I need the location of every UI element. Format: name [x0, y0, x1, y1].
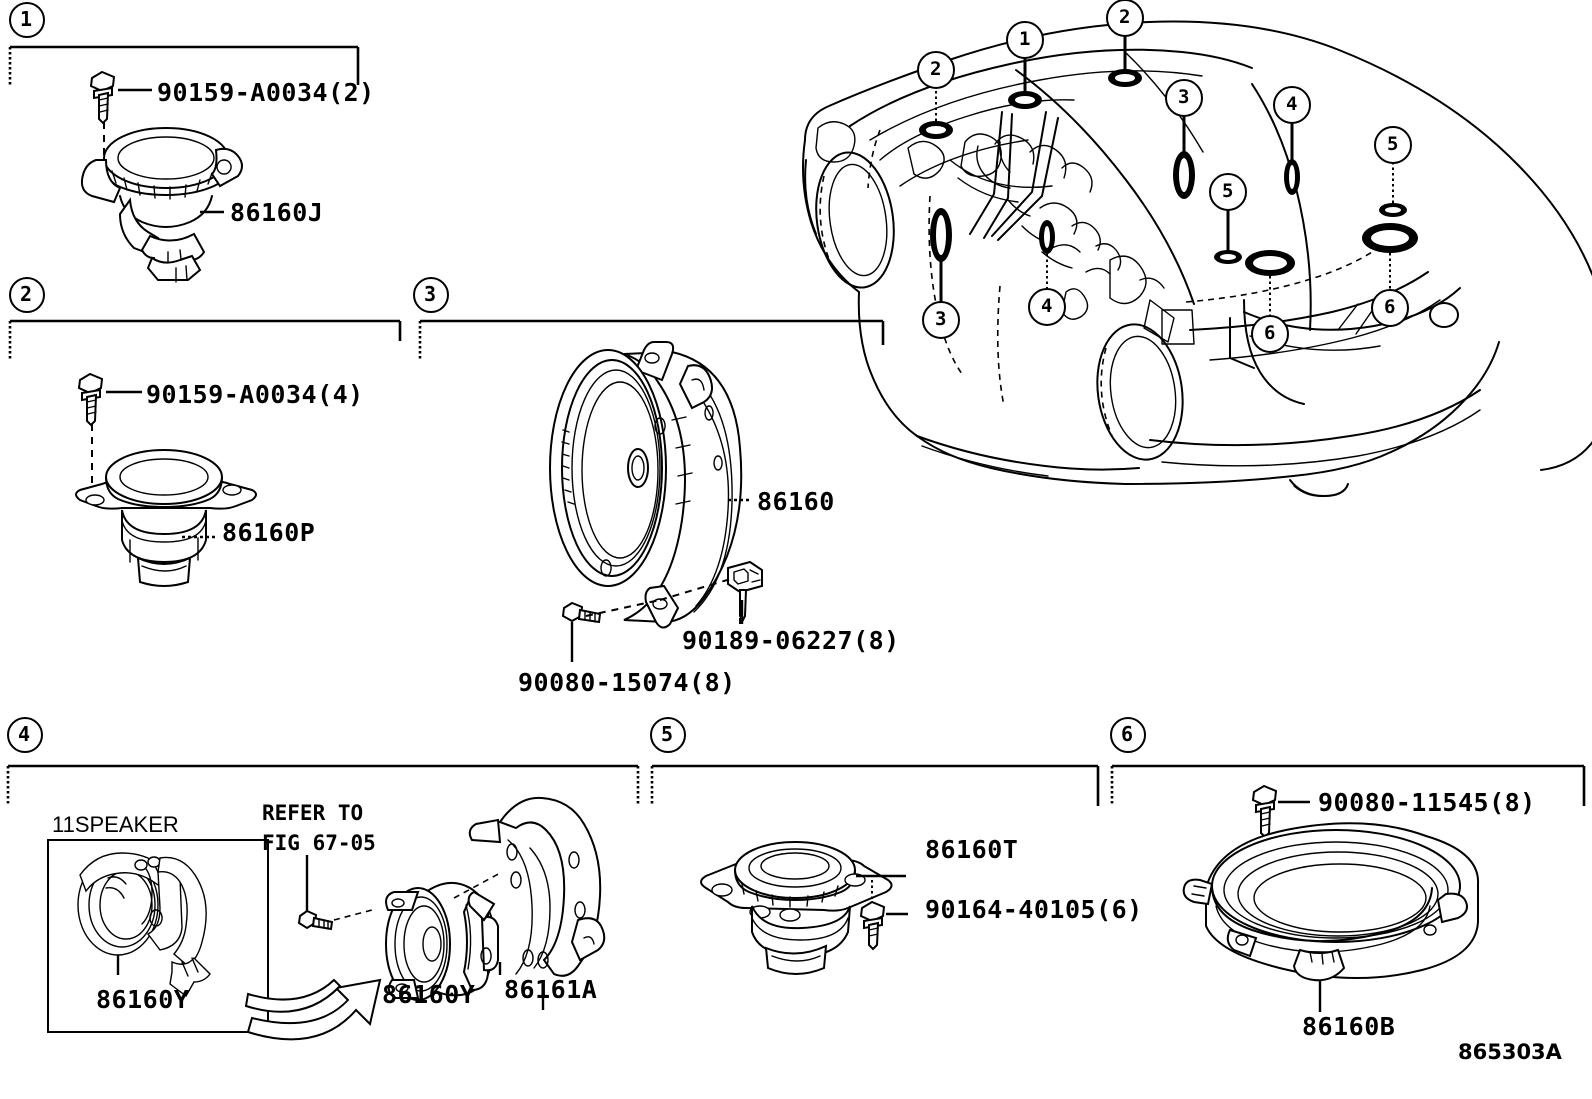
speaker-86160T	[700, 841, 906, 975]
part-label-90080-11545: 90080-11545(8)	[1318, 788, 1536, 817]
vehicle-callout-label-6a: 6	[1264, 322, 1276, 344]
vehicle-callout-4b	[1028, 220, 1066, 326]
illustration-section-3	[549, 341, 763, 662]
section-marker-6	[1110, 717, 1146, 753]
vehicle-callout-2a	[917, 51, 955, 139]
part-label-86161A: 86161A	[504, 975, 598, 1004]
bolt-icon-6	[1251, 784, 1278, 839]
section-bracket-6	[1110, 764, 1586, 806]
section-marker-label-3: 3	[424, 282, 437, 306]
part-label-90189-06227: 90189-06227(8)	[682, 626, 900, 655]
section-bracket-2	[8, 319, 402, 360]
vehicle-callout-1	[1006, 21, 1044, 109]
section-marker-1	[9, 2, 45, 38]
vehicle-callout-label-4b: 4	[1041, 295, 1053, 317]
section-markers	[7, 2, 1146, 753]
vehicle-callout-5b	[1209, 173, 1247, 264]
section-bracket-3	[418, 319, 885, 360]
section-marker-4	[7, 717, 43, 753]
part-label-86160B: 86160B	[1302, 1012, 1396, 1041]
part-label-86160: 86160	[757, 487, 835, 516]
part-label-90164-40105: 90164-40105(6)	[925, 895, 1143, 924]
section-marker-label-1: 1	[20, 7, 33, 31]
vehicle-callout-label-1: 1	[1019, 28, 1031, 50]
speaker-86160P	[75, 449, 257, 587]
bolt-icon-4	[297, 909, 334, 931]
vehicle-callout-5a	[1374, 126, 1412, 217]
illustration-section-5	[700, 841, 908, 975]
vehicle-callout-2b	[1106, 0, 1144, 87]
vehicle-callout-label-3b: 3	[935, 308, 947, 330]
section-bracket-5	[650, 764, 1100, 806]
bolt-icon-1	[89, 70, 116, 125]
refer-note: REFER TO FIG 67-05	[262, 801, 376, 855]
speaker-86160	[549, 341, 743, 629]
part-label-90159-A0034-2: 90159-A0034(2)	[157, 78, 375, 107]
illustration-section-1	[80, 70, 243, 283]
vehicle-callout-label-5a: 5	[1387, 133, 1399, 155]
clip-icon-90189	[727, 560, 763, 622]
vehicle-callout-4a	[1273, 86, 1311, 195]
vehicle-callout-label-2a: 2	[930, 58, 942, 80]
vehicle-callout-3b	[922, 208, 960, 339]
speaker-86160Y-boxed	[77, 852, 211, 998]
vehicle-callout-label-5b: 5	[1222, 180, 1234, 202]
part-label-86160J: 86160J	[230, 198, 324, 227]
illustration-section-4	[47, 796, 606, 1041]
diagram-code: 865303A	[1458, 1040, 1562, 1064]
section-marker-label-2: 2	[20, 282, 33, 306]
bracket-86161A	[467, 796, 606, 1010]
part-label-86160P: 86160P	[222, 518, 316, 547]
section-marker-3	[413, 277, 449, 313]
part-label-86160T: 86160T	[925, 835, 1019, 864]
vehicle-callout-label-6b: 6	[1384, 296, 1396, 318]
section-bracket-4	[6, 764, 640, 806]
part-label-86160Y: 86160Y	[382, 980, 476, 1009]
bolt-icon-5	[859, 900, 886, 951]
vehicle-callout-6a	[1245, 250, 1295, 353]
illustration-section-2	[75, 372, 257, 587]
illustration-section-6	[1182, 784, 1480, 1012]
transfer-arrow	[244, 978, 382, 1041]
section-bracket-1	[8, 45, 360, 85]
part-label-90080-15074: 90080-15074(8)	[518, 668, 736, 697]
vehicle-callout-label-4a: 4	[1286, 93, 1298, 115]
speaker-count-note: 11SPEAKER	[52, 812, 179, 837]
part-label-90159-A0034-4: 90159-A0034(4)	[146, 380, 364, 409]
vehicle-callout-3a	[1165, 79, 1203, 199]
part-label-86160Y-boxed: 86160Y	[96, 985, 190, 1014]
section-marker-label-6: 6	[1121, 722, 1134, 746]
speaker-86160J	[80, 127, 243, 283]
speaker-86160B	[1182, 822, 1480, 1012]
vehicle-callout-6b	[1362, 223, 1418, 327]
bolt-icon-3	[561, 601, 602, 624]
vehicle-illustration	[802, 20, 1592, 497]
section-marker-5	[650, 717, 686, 753]
section-marker-2	[9, 277, 45, 313]
vehicle-callout-label-2b: 2	[1119, 6, 1131, 28]
vehicle-callouts	[917, 0, 1418, 353]
vehicle-callout-label-3a: 3	[1178, 86, 1190, 108]
section-marker-label-4: 4	[18, 722, 31, 746]
bolt-icon-2	[77, 372, 104, 427]
section-marker-label-5: 5	[661, 722, 674, 746]
